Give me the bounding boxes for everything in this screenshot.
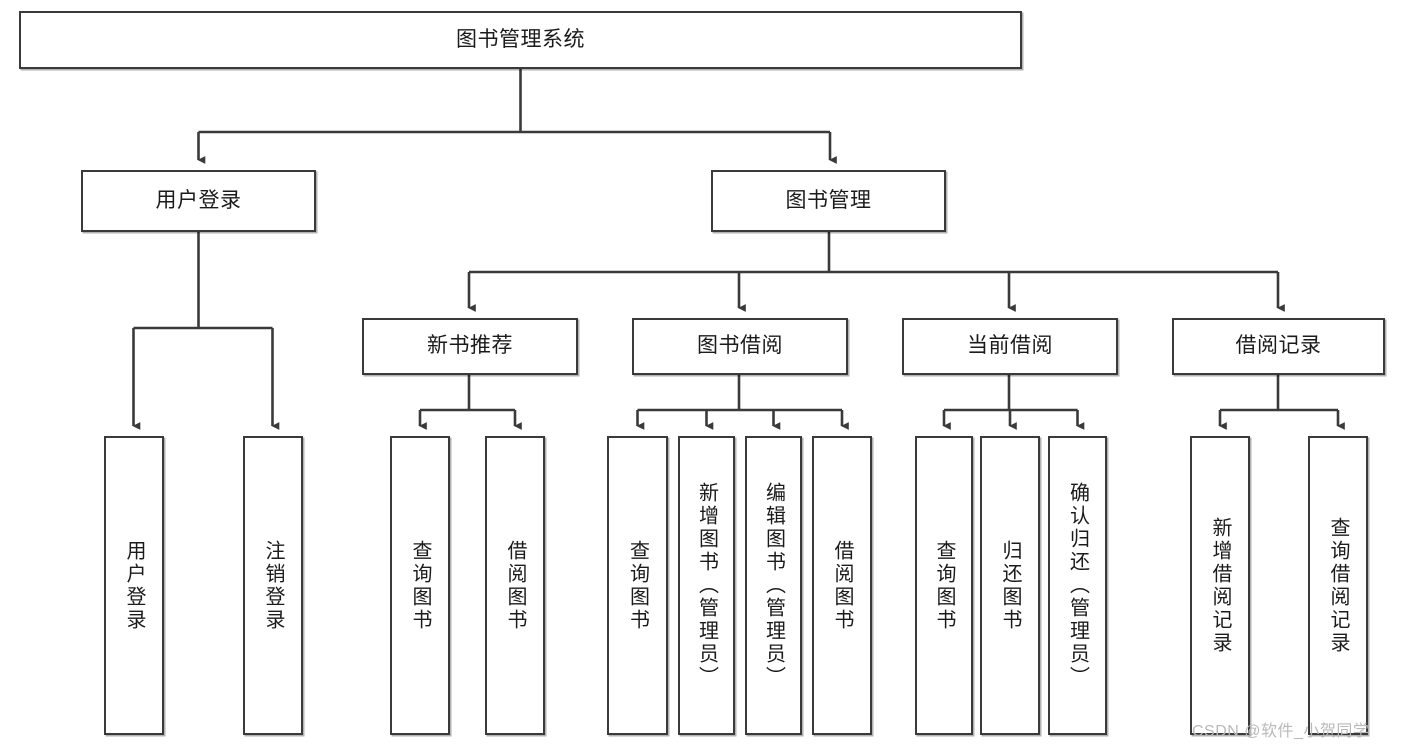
node-borrow-record-label: 借阅记录: [1235, 334, 1322, 358]
node-leaf-add-record[interactable]: 新增借阅记录: [1190, 436, 1250, 735]
node-leaf-user-login-label: 用户登录: [123, 539, 145, 632]
node-leaf-query-book-1[interactable]: 查询图书: [390, 436, 450, 735]
node-root-label: 图书管理系统: [456, 27, 585, 51]
node-leaf-return-book-label: 归还图书: [999, 539, 1021, 632]
node-leaf-confirm-return-label: 确认归还（管理员）: [1066, 482, 1089, 689]
node-leaf-borrow-book-2[interactable]: 借阅图书: [812, 436, 872, 735]
node-new-book-rec-label: 新书推荐: [427, 334, 513, 358]
node-book-borrow[interactable]: 图书借阅: [632, 318, 848, 375]
node-book-manage-label: 图书管理: [785, 188, 872, 212]
node-user-login[interactable]: 用户登录: [81, 170, 316, 232]
node-user-login-label: 用户登录: [155, 188, 242, 212]
node-leaf-borrow-book-1[interactable]: 借阅图书: [485, 436, 545, 735]
node-leaf-query-record-label: 查询借阅记录: [1327, 516, 1349, 655]
node-leaf-query-book-2-label: 查询图书: [626, 539, 649, 632]
node-leaf-query-book-1-label: 查询图书: [409, 539, 431, 632]
node-leaf-edit-book[interactable]: 编辑图书（管理员）: [745, 436, 802, 735]
node-leaf-add-record-label: 新增借阅记录: [1209, 516, 1231, 655]
node-leaf-logout-label: 注销登录: [262, 539, 284, 632]
node-leaf-add-book[interactable]: 新增图书（管理员）: [678, 436, 735, 735]
node-borrow-record[interactable]: 借阅记录: [1172, 318, 1385, 375]
node-current-borrow-label: 当前借阅: [967, 334, 1053, 358]
node-leaf-query-record[interactable]: 查询借阅记录: [1308, 436, 1368, 735]
node-leaf-logout[interactable]: 注销登录: [243, 436, 303, 735]
node-book-borrow-label: 图书借阅: [697, 334, 783, 358]
node-current-borrow[interactable]: 当前借阅: [902, 318, 1118, 375]
node-new-book-rec[interactable]: 新书推荐: [362, 318, 578, 375]
node-leaf-add-book-label: 新增图书（管理员）: [695, 482, 718, 689]
node-leaf-query-book-2[interactable]: 查询图书: [607, 436, 668, 735]
node-leaf-confirm-return[interactable]: 确认归还（管理员）: [1048, 436, 1107, 735]
node-leaf-borrow-book-1-label: 借阅图书: [504, 539, 526, 632]
node-leaf-query-book-3-label: 查询图书: [933, 539, 955, 632]
node-book-manage[interactable]: 图书管理: [711, 170, 946, 232]
node-leaf-query-book-3[interactable]: 查询图书: [915, 436, 973, 735]
node-leaf-edit-book-label: 编辑图书（管理员）: [762, 482, 785, 689]
node-leaf-borrow-book-2-label: 借阅图书: [831, 539, 853, 632]
node-root[interactable]: 图书管理系统: [19, 11, 1022, 69]
node-leaf-return-book[interactable]: 归还图书: [980, 436, 1040, 735]
node-leaf-user-login[interactable]: 用户登录: [104, 436, 164, 735]
csdn-watermark: CSDN @软件_小贺同学: [1192, 723, 1370, 740]
